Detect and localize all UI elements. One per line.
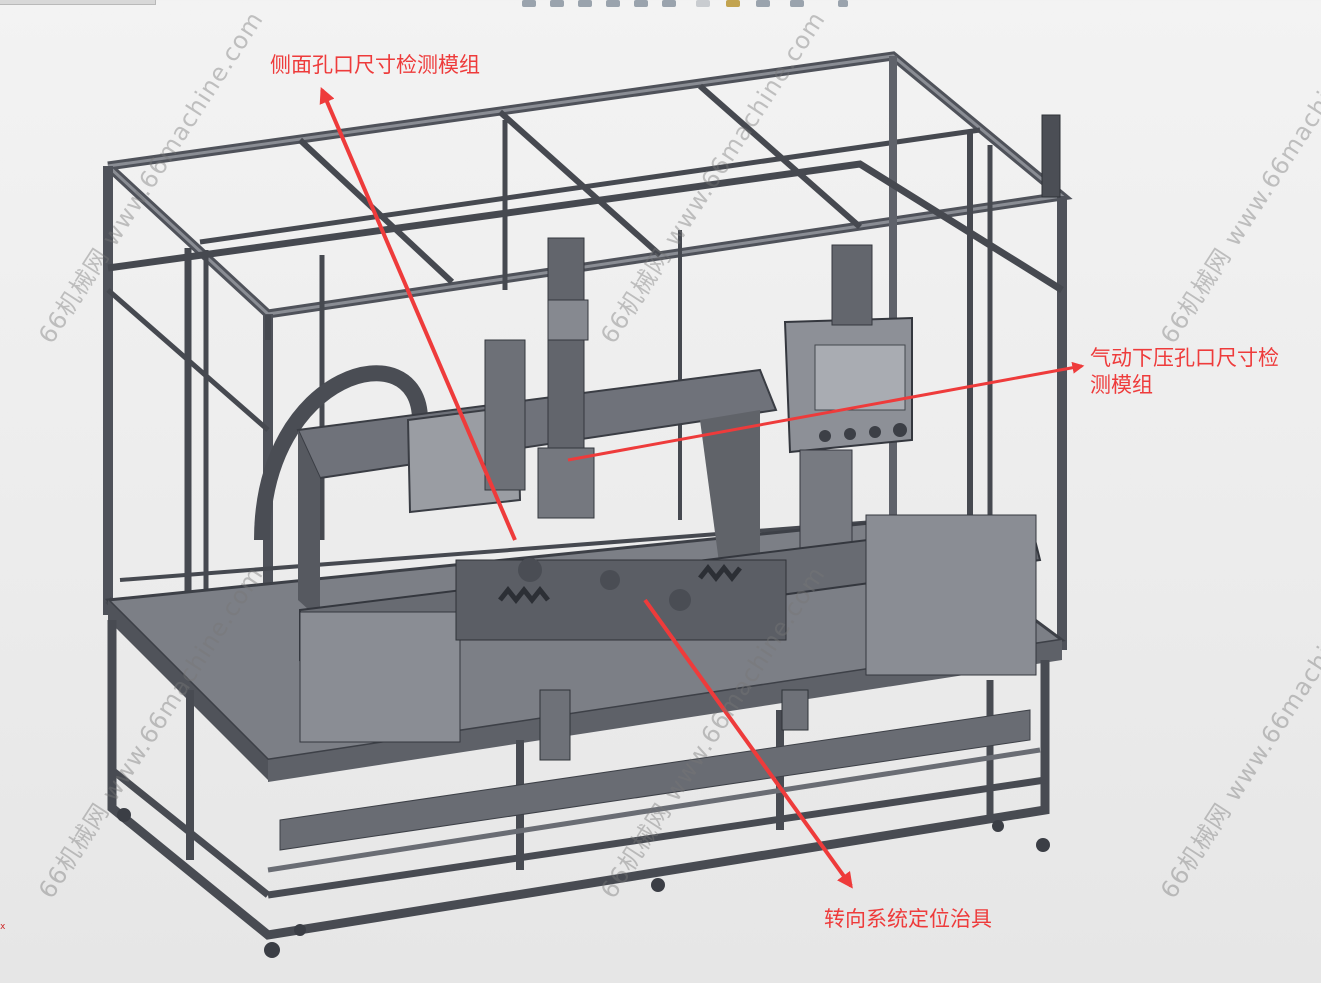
side-hole-arrow [319,87,517,541]
pneumatic-press-module-label: 气动下压孔口尺寸检 测模组 [1090,346,1279,397]
appearance-icon[interactable] [726,0,740,7]
zoom-area-icon[interactable] [578,0,592,7]
scene-icon[interactable] [756,0,770,7]
view-settings-icon[interactable] [838,0,848,7]
axis-triad: x [0,922,6,932]
section-view-icon[interactable] [634,0,648,7]
steering-fixture-label: 转向系统定位治具 [824,907,992,931]
zoom-fit-icon[interactable] [550,0,564,7]
work-modules [254,114,1061,761]
view-orient-icon[interactable] [522,0,536,7]
annotation-lines [319,87,1085,889]
pneumatic-press-arrow [567,361,1085,462]
display-style-icon[interactable] [662,0,676,7]
hide-show-icon[interactable] [696,0,710,7]
side-hole-module-label: 侧面孔口尺寸检测模组 [270,53,480,77]
steering-fixture-arrow [643,598,853,889]
heads-up-toolbar[interactable] [520,0,860,10]
feature-tree-edge [0,0,156,5]
monitor-icon[interactable] [790,0,804,7]
previous-view-icon[interactable] [606,0,620,7]
